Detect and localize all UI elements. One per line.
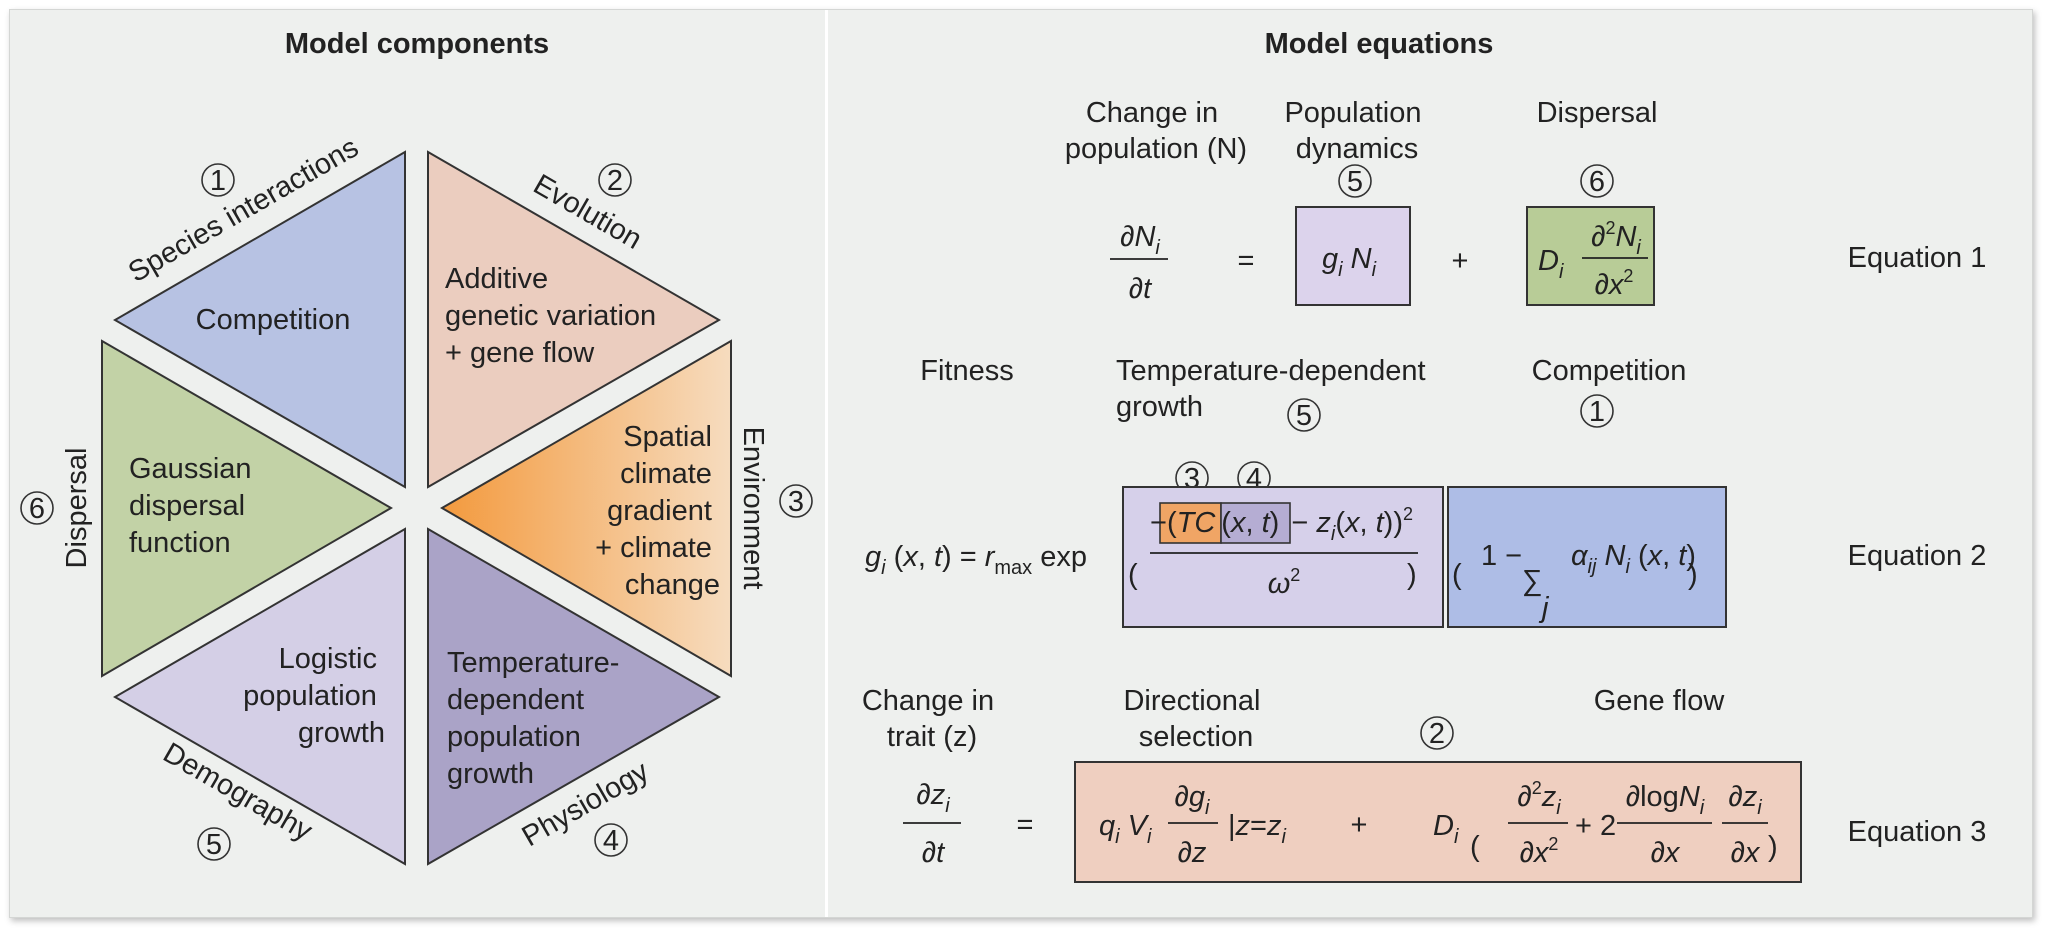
- competition-body: Competition: [196, 304, 351, 336]
- circled-number-2: 2: [598, 163, 632, 197]
- svg-text:∂x: ∂x: [1651, 837, 1681, 869]
- svg-text:3: 3: [788, 486, 804, 518]
- triangle-demography: [113, 527, 406, 866]
- svg-text:6: 6: [29, 493, 45, 525]
- eq2-header-fitness: Fitness: [920, 355, 1013, 387]
- eq2-sigma: ∑: [1522, 565, 1543, 597]
- circled-number-4: 4: [594, 823, 628, 857]
- eq2-exponent-numerator: −(TC(x, t) − zi(x, t))2: [1150, 504, 1413, 545]
- svg-text:∂2Ni: ∂2Ni: [1591, 218, 1641, 259]
- svg-text:): ): [1768, 831, 1778, 863]
- eq3-equals: =: [1017, 809, 1034, 841]
- environment-body: Spatial climate gradient + climate chang…: [595, 421, 720, 601]
- left-panel-title: Model components: [285, 28, 549, 60]
- eq2-lhs: gi (x, t) = rmax exp: [865, 541, 1087, 579]
- triangle-competition: [113, 150, 406, 489]
- svg-text:4: 4: [603, 825, 619, 857]
- eq1-header-dispersal: Dispersal: [1537, 97, 1658, 129]
- svg-text:∂x: ∂x: [1731, 837, 1761, 869]
- label-environment: Environment: [737, 427, 769, 590]
- eq1-dispersal-box: [1526, 206, 1655, 306]
- equation-3-label: Equation 3: [1848, 816, 1987, 848]
- svg-text:5: 5: [1296, 400, 1312, 432]
- svg-text:∂t: ∂t: [1129, 273, 1153, 305]
- demography-body: Logistic population growth: [243, 643, 385, 749]
- eq3-num-evolution: 2: [1420, 716, 1454, 750]
- eq1-equals: =: [1238, 245, 1255, 277]
- svg-text:2: 2: [1429, 718, 1445, 750]
- eq1-plus: +: [1452, 245, 1469, 277]
- circled-number-5: 5: [197, 827, 231, 861]
- svg-text:|z=zi: |z=zi: [1228, 810, 1286, 848]
- eq2-comp-paren-left: (: [1452, 559, 1462, 591]
- svg-text:∂Ni: ∂Ni: [1120, 221, 1160, 259]
- label-dispersal: Dispersal: [61, 448, 93, 569]
- eq2-big-paren-left: (: [1128, 559, 1138, 591]
- eq3-box: [1074, 761, 1802, 883]
- eq2-omega: ω2: [1268, 565, 1301, 600]
- eq1-popdyn-term: gi Ni: [1322, 243, 1377, 281]
- eq2-num-competition: 1: [1580, 394, 1614, 428]
- svg-text:2: 2: [607, 165, 623, 197]
- svg-text:∂zi: ∂zi: [1728, 781, 1762, 819]
- svg-text:∂gi: ∂gi: [1175, 781, 1210, 819]
- eq2-header-competition: Competition: [1532, 355, 1687, 387]
- eq3-header-selection: Directional selection: [1123, 685, 1268, 753]
- svg-text:∂x2: ∂x2: [1595, 266, 1634, 301]
- equation-2-label: Equation 2: [1848, 540, 1987, 572]
- eq2-competition-box: [1447, 486, 1727, 628]
- equation-1-label: Equation 1: [1848, 242, 1987, 274]
- triangle-physiology: [427, 527, 722, 866]
- triangle-evolution: [427, 150, 722, 489]
- eq2-xt-box: [1220, 502, 1291, 544]
- dispersal-body: Gaussian dispersal function: [129, 453, 260, 559]
- physiology-body: Temperature- dependent population growth: [447, 647, 628, 790]
- eq3-plus: +: [1351, 809, 1368, 841]
- eq2-big-paren-right: ): [1407, 559, 1417, 591]
- eq1-header-change: Change in population (N): [1065, 97, 1247, 165]
- eq1-header-popdyn: Population dynamics: [1284, 97, 1429, 165]
- eq3-selection-term: qi Vi ∂gi ∂z |z=zi: [1099, 781, 1286, 869]
- svg-text:+ 2: + 2: [1575, 810, 1616, 842]
- svg-text:∂t: ∂t: [922, 837, 946, 869]
- eq2-one-minus: 1 −: [1481, 540, 1522, 572]
- circled-number-1: 1: [201, 163, 235, 197]
- eq1-popdyn-box: [1295, 206, 1411, 306]
- eq3-geneflow-term: Di ( ∂2zi ∂x2 + 2 ∂logNi ∂x ∂zi ∂x ): [1433, 778, 1778, 869]
- eq3-header-geneflow: Gene flow: [1594, 685, 1726, 717]
- svg-text:5: 5: [1347, 166, 1363, 198]
- eq2-header-tempgrowth: Temperature-dependent growth: [1116, 355, 1434, 423]
- circled-number-6: 6: [20, 491, 54, 525]
- svg-text:1: 1: [1589, 396, 1605, 428]
- eq2-comp-term: αij Ni (x, t): [1571, 540, 1696, 578]
- triangle-environment: [440, 339, 732, 678]
- eq1-num-popdyn: 5: [1338, 164, 1372, 198]
- svg-text:∂z: ∂z: [1178, 837, 1207, 869]
- svg-text:6: 6: [1589, 166, 1605, 198]
- right-panel-title: Model equations: [1265, 28, 1494, 60]
- svg-text:∂zi: ∂zi: [916, 779, 950, 817]
- svg-text:Di: Di: [1433, 810, 1459, 848]
- eq3-lhs: ∂zi ∂t: [903, 779, 961, 869]
- evolution-body: Additive genetic variation + gene flow: [445, 263, 664, 369]
- svg-text:(: (: [1470, 831, 1480, 863]
- svg-text:1: 1: [210, 165, 226, 197]
- svg-text:qi Vi: qi Vi: [1099, 810, 1152, 848]
- svg-text:∂x2: ∂x2: [1520, 834, 1559, 869]
- triangle-dispersal: [101, 339, 393, 678]
- eq3-header-change: Change in trait (z): [862, 685, 1002, 753]
- panel-divider: [825, 10, 828, 917]
- svg-text:∂logNi: ∂logNi: [1626, 781, 1705, 819]
- svg-text:5: 5: [206, 829, 222, 861]
- eq2-comp-paren-right: ): [1688, 559, 1698, 591]
- eq1-num-dispersal: 6: [1580, 164, 1614, 198]
- eq2-num-tempgrowth: 5: [1287, 398, 1321, 432]
- eq1-lhs: ∂Ni ∂t: [1110, 221, 1168, 305]
- circled-number-3: 3: [779, 484, 813, 518]
